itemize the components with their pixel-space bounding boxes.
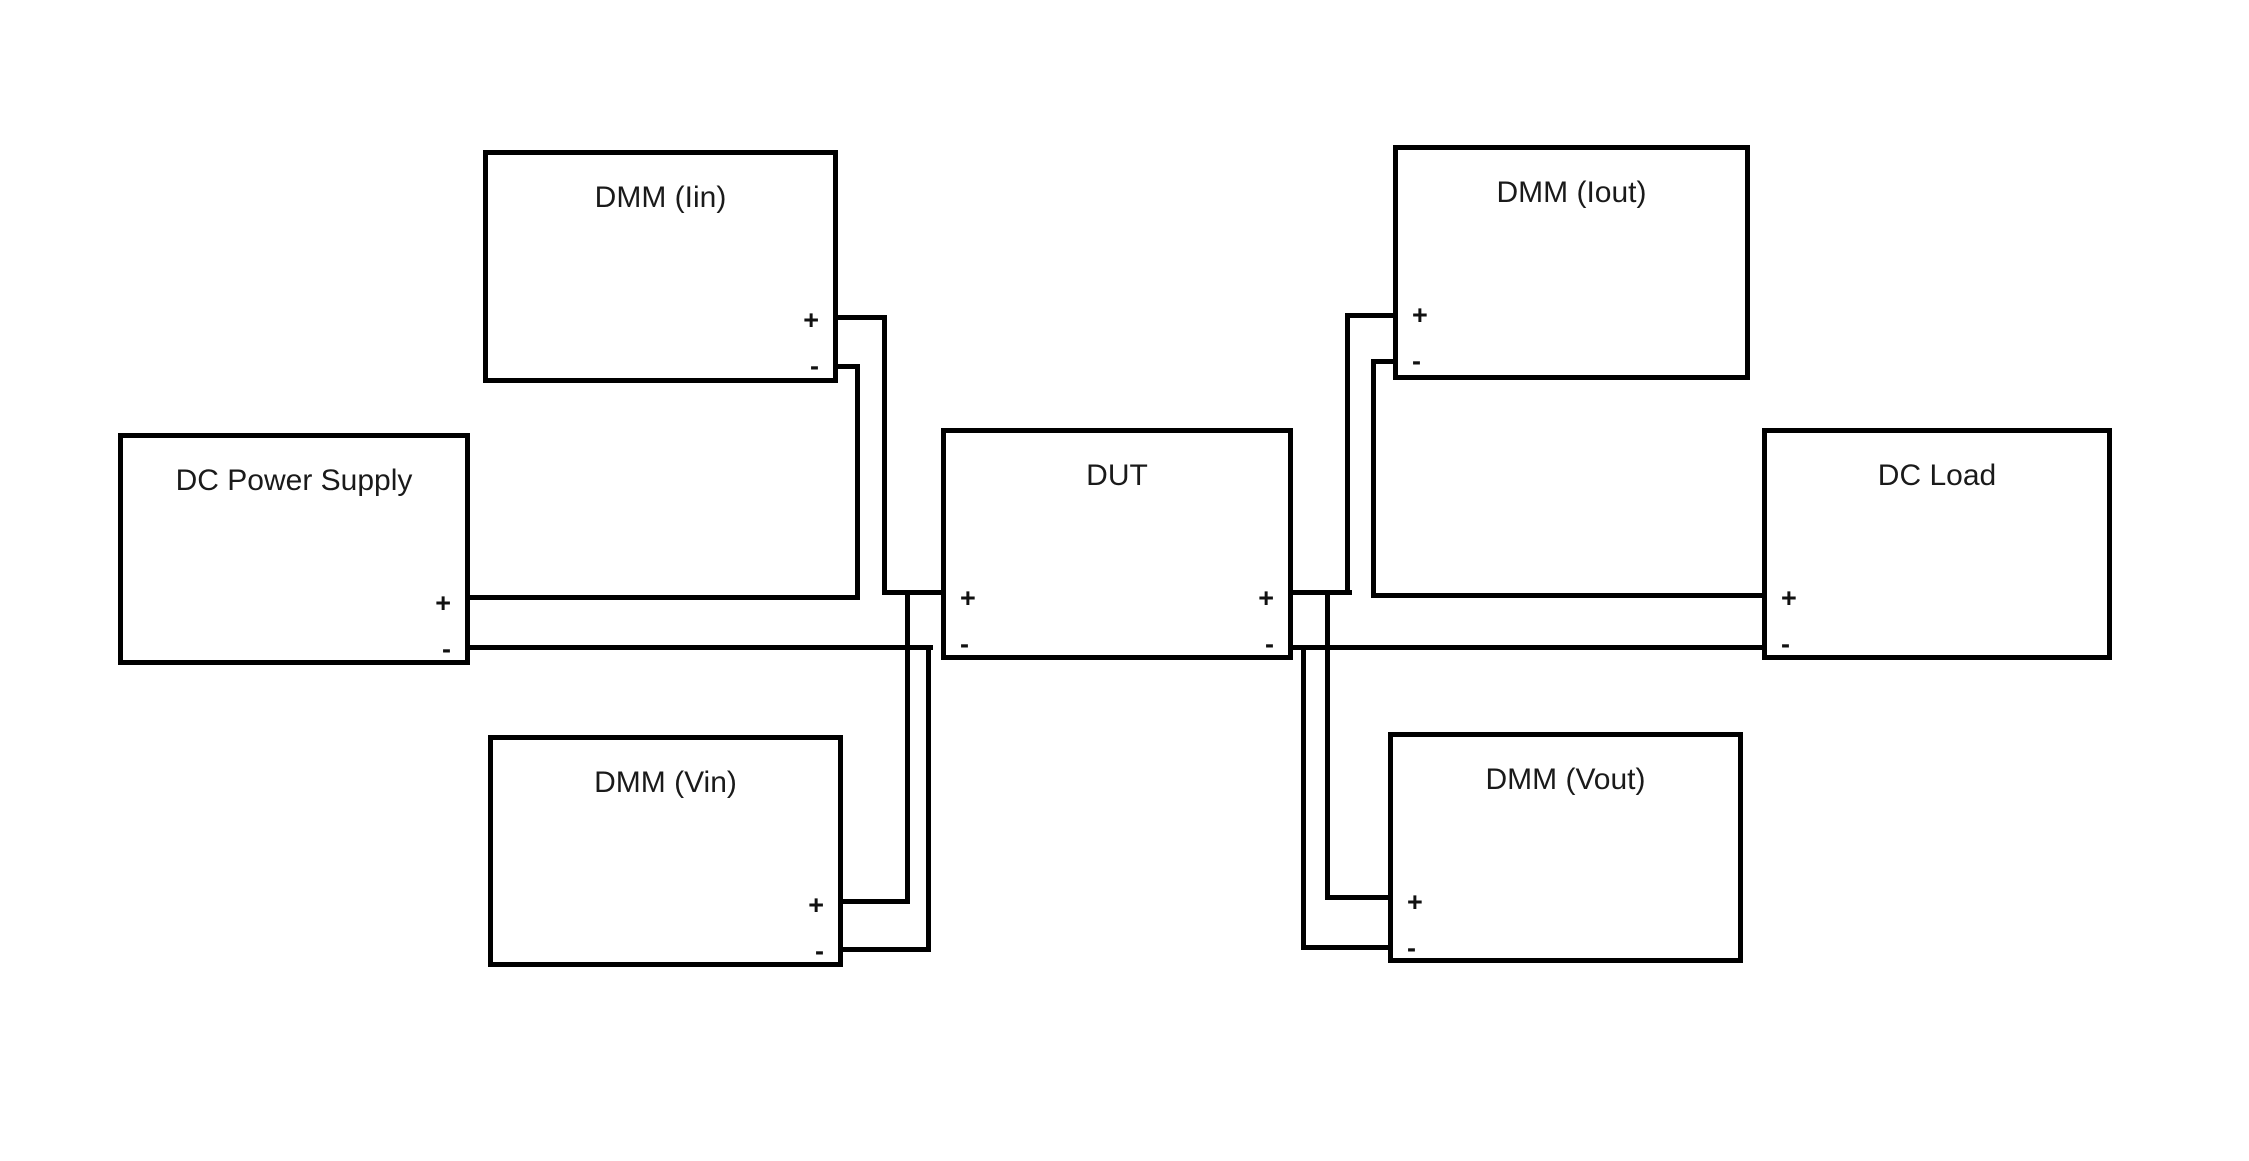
block-dc-power-supply: DC Power Supply + - (118, 433, 470, 665)
terminal-plus-dmm-iin: + (803, 305, 819, 335)
wire-psu-plus-to-iin-minus (470, 595, 860, 600)
wire-vout-minus-tap (1301, 645, 1306, 950)
wire-vout-plus-stub (1325, 895, 1388, 900)
block-dc-load: DC Load + - (1762, 428, 2112, 660)
terminal-plus-dmm-vin: + (808, 890, 824, 920)
block-label-dut: DUT (1086, 459, 1148, 492)
terminal-plus-psu: + (435, 588, 451, 618)
terminal-plus-dmm-iout: + (1412, 300, 1428, 330)
wire-vout-minus-stub (1301, 945, 1388, 950)
wire-vout-plus-tap (1325, 590, 1330, 900)
block-label-dmm-vout: DMM (Vout) (1485, 763, 1646, 796)
terminal-input-minus-dut: - (960, 629, 969, 659)
block-label-dc-power-supply: DC Power Supply (175, 464, 413, 497)
wire-iout-plus-drop (1345, 313, 1350, 595)
terminal-minus-dmm-vout: - (1407, 933, 1416, 963)
terminal-output-minus-dut: - (1265, 629, 1274, 659)
terminal-minus-psu: - (442, 634, 451, 664)
terminal-minus-dc-load: - (1781, 629, 1790, 659)
block-label-dmm-iin: DMM (Iin) (594, 181, 727, 214)
block-dmm-iin: DMM (Iin) + - (483, 150, 838, 383)
block-dmm-vin: DMM (Vin) + - (488, 735, 843, 967)
wire-psu-minus-to-dut (470, 645, 933, 650)
terminal-plus-dc-load: + (1781, 583, 1797, 613)
block-dmm-iout: DMM (Iout) + - (1393, 145, 1750, 380)
wire-dut-minus-to-load-minus (1293, 645, 1762, 650)
block-dut: DUT + - + - (941, 428, 1293, 660)
wire-iout-plus-stub (1345, 313, 1393, 318)
terminal-plus-dmm-vout: + (1407, 887, 1423, 917)
wire-iin-minus-stub (838, 364, 860, 369)
block-label-dc-load: DC Load (1877, 459, 1997, 492)
wire-vin-minus-stub (843, 947, 931, 952)
wire-iin-plus-drop (882, 315, 887, 595)
wire-iout-minus-stub (1371, 359, 1393, 364)
terminal-minus-dmm-iin: - (810, 351, 819, 381)
wire-iout-minus-to-load-plus (1371, 593, 1762, 598)
terminal-input-plus-dut: + (960, 583, 976, 613)
terminal-minus-dmm-iout: - (1412, 346, 1421, 376)
wire-vin-plus-stub (843, 899, 910, 904)
wire-vin-plus-tap (905, 590, 910, 904)
terminal-output-plus-dut: + (1258, 583, 1274, 613)
wire-iin-plus-stub (838, 315, 887, 320)
wire-dut-output-plus (1293, 590, 1352, 595)
wire-dut-input-plus (882, 590, 941, 595)
wire-iin-minus-drop (855, 364, 860, 600)
block-dmm-vout: DMM (Vout) + - (1388, 732, 1743, 963)
wire-iout-minus-drop (1371, 359, 1376, 598)
block-label-dmm-vin: DMM (Vin) (594, 766, 737, 799)
block-label-dmm-iout: DMM (Iout) (1496, 176, 1647, 209)
terminal-minus-dmm-vin: - (815, 936, 824, 966)
wire-vin-minus-tap (926, 645, 931, 952)
